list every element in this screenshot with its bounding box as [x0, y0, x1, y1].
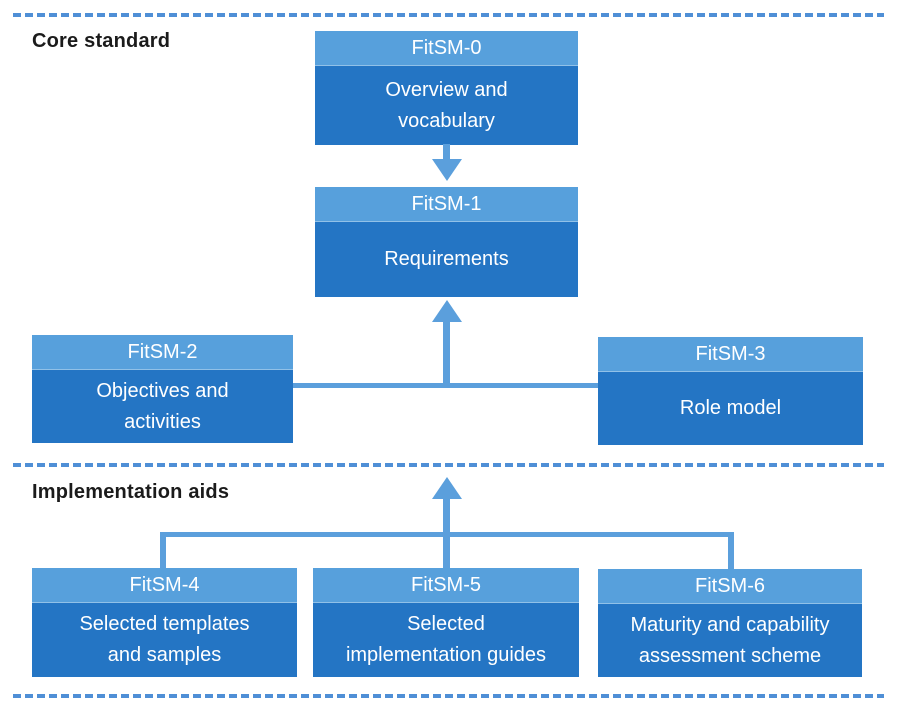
fitsm-1-title: FitSM-1: [411, 192, 482, 215]
fitsm-3-line-1: Role model: [679, 397, 782, 419]
fitsm-5-line-2: implementation guides: [345, 644, 547, 666]
fitsm-1-header: FitSM-1: [315, 187, 578, 222]
fitsm-3-box: FitSM-3 Role model: [598, 337, 863, 445]
fitsm-2-box: FitSM-2 Objectives and activities: [32, 335, 293, 443]
fitsm-0-body: Overview and vocabulary: [315, 66, 578, 145]
fitsm-6-body: Maturity and capability assessment schem…: [598, 604, 862, 677]
fitsm-5-header: FitSM-5: [313, 568, 579, 603]
fitsm-4-line-1: Selected templates: [79, 613, 250, 635]
fitsm-2-body: Objectives and activities: [32, 370, 293, 443]
fitsm-4-title: FitSM-4: [129, 573, 200, 596]
impl-horizontal-rail: [160, 532, 734, 537]
fitsm-0-line-1: Overview and: [385, 78, 508, 101]
top-dashed-divider: [13, 13, 884, 17]
fitsm-1-box: FitSM-1 Requirements: [315, 187, 578, 297]
fitsm-4-box: FitSM-4 Selected templates and samples: [32, 568, 297, 677]
fitsm-3-body: Role model: [598, 372, 863, 445]
fitsm-0-header: FitSM-0: [315, 31, 578, 66]
bottom-dashed-divider: [13, 694, 884, 698]
fitsm2-fitsm3-horizontal-connector: [293, 383, 598, 388]
fitsm-4-line-2: and samples: [107, 644, 222, 666]
fitsm-5-box: FitSM-5 Selected implementation guides: [313, 568, 579, 677]
fitsm-6-title: FitSM-6: [695, 574, 765, 597]
fitsm-2-line-2: activities: [124, 410, 201, 433]
fitsm-0-box: FitSM-0 Overview and vocabulary: [315, 31, 578, 145]
fitsm-2-header: FitSM-2: [32, 335, 293, 370]
fitsm-6-line-1: Maturity and capability: [630, 613, 830, 636]
middle-dashed-divider: [13, 463, 884, 467]
fitsm-6-box: FitSM-6 Maturity and capability assessme…: [598, 569, 862, 677]
fitsm-3-title: FitSM-3: [695, 342, 766, 365]
fitsm-2-title: FitSM-2: [127, 340, 198, 363]
fitsm-6-line-2: assessment scheme: [638, 644, 822, 667]
fitsm-1-body: Requirements: [315, 222, 578, 297]
rail-drop-to-fitsm6: [728, 532, 734, 569]
arrow-fitsm0-to-fitsm1-head-icon: [432, 159, 462, 181]
fitsm-5-title: FitSM-5: [411, 573, 481, 596]
core-standard-section-label: Core standard: [32, 30, 171, 52]
fitsm-2-line-1: Objectives and: [96, 379, 229, 402]
arrow-rail-to-fitsm1-head-icon: [432, 300, 462, 322]
fitsm-5-body: Selected implementation guides: [313, 603, 579, 677]
fitsm-4-header: FitSM-4: [32, 568, 297, 603]
fitsm-4-body: Selected templates and samples: [32, 603, 297, 677]
fitsm-3-header: FitSM-3: [598, 337, 863, 372]
arrow-impl-rail-up-head-icon: [432, 477, 462, 499]
arrow-rail-to-fitsm1-stem: [443, 320, 450, 387]
rail-drop-to-fitsm4: [160, 532, 166, 568]
arrow-fitsm0-to-fitsm1-stem: [443, 144, 450, 161]
implementation-aids-section-label: Implementation aids: [32, 481, 230, 503]
fitsm-5-line-1: Selected: [407, 613, 485, 635]
fitsm-0-title: FitSM-0: [411, 36, 482, 59]
fitsm-6-header: FitSM-6: [598, 569, 862, 604]
fitsm-0-line-2: vocabulary: [398, 109, 495, 132]
fitsm-1-line-1: Requirements: [384, 248, 509, 270]
